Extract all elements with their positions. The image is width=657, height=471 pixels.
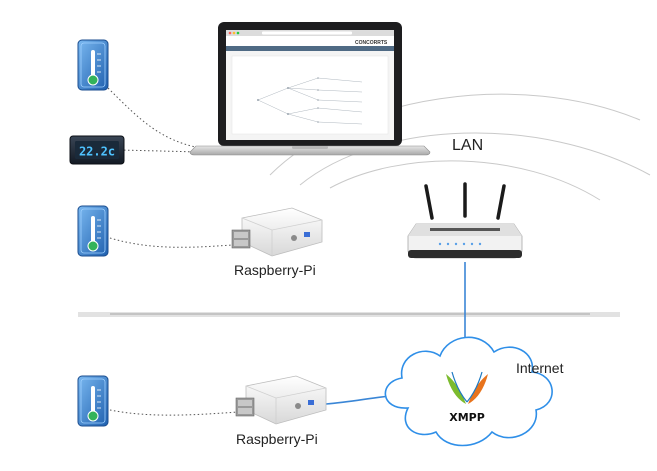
sensor-connectors (107, 87, 239, 416)
raspberry-pi-label-top: Raspberry-Pi (234, 262, 316, 278)
lcd-display-icon: 22.2c (69, 135, 125, 165)
thermometer-icon (77, 39, 109, 91)
xmpp-label: XMPP (449, 411, 485, 424)
raspberry-pi-label-bottom: Raspberry-Pi (236, 431, 318, 447)
network-links (325, 262, 466, 405)
wifi-router-icon (407, 182, 523, 259)
laptop-icon: CONCORRTS (189, 22, 431, 156)
thermometer-icon (77, 205, 109, 257)
thermometer-icon (77, 375, 109, 427)
internet-label: Internet (516, 360, 564, 376)
router-antenna (496, 184, 506, 220)
lan-internet-separator (78, 312, 620, 317)
lan-label: LAN (452, 137, 484, 154)
rpi-cloud-link (325, 395, 391, 405)
raspberry-pi-case-icon (235, 375, 327, 425)
raspberry-pi-case-icon (231, 207, 323, 257)
cloud-icon (384, 336, 553, 447)
xmpp-logo-icon: XMPP (446, 371, 488, 424)
router-antenna (424, 184, 434, 220)
browser-brand: CONCORRTS (355, 40, 388, 46)
lcd-reading: 22.2c (79, 145, 115, 159)
